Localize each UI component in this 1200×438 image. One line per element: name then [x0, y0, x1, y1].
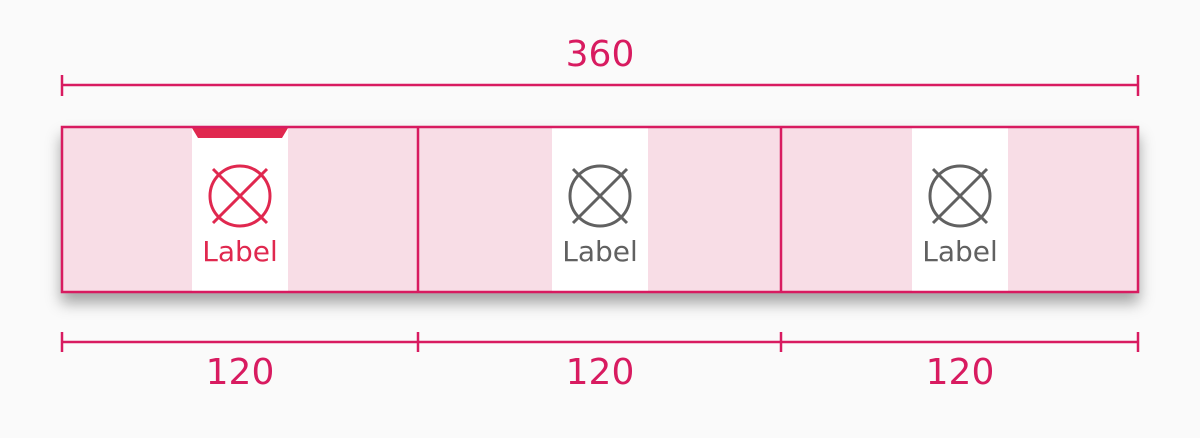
circle-x-icon	[208, 164, 272, 228]
tab-3-label: Label	[922, 235, 998, 268]
tab-3[interactable]: Label	[781, 126, 1139, 293]
bottom-navigation-bar: Label Label Label	[61, 126, 1139, 293]
tab-2-content: Label	[552, 128, 648, 291]
tab-1[interactable]: Label	[61, 126, 418, 293]
tab-1-content: Label	[192, 128, 288, 291]
tab-1-label: Label	[202, 235, 278, 268]
circle-x-icon	[928, 164, 992, 228]
tab-3-width-label: 120	[925, 352, 995, 393]
tab-2-label: Label	[562, 235, 638, 268]
total-width-label: 360	[565, 34, 635, 75]
tab-2[interactable]: Label	[418, 126, 781, 293]
tab-3-content: Label	[912, 128, 1008, 291]
tab-1-width-label: 120	[205, 352, 275, 393]
active-indicator	[192, 128, 288, 138]
tab-2-width-label: 120	[565, 352, 635, 393]
circle-x-icon	[568, 164, 632, 228]
